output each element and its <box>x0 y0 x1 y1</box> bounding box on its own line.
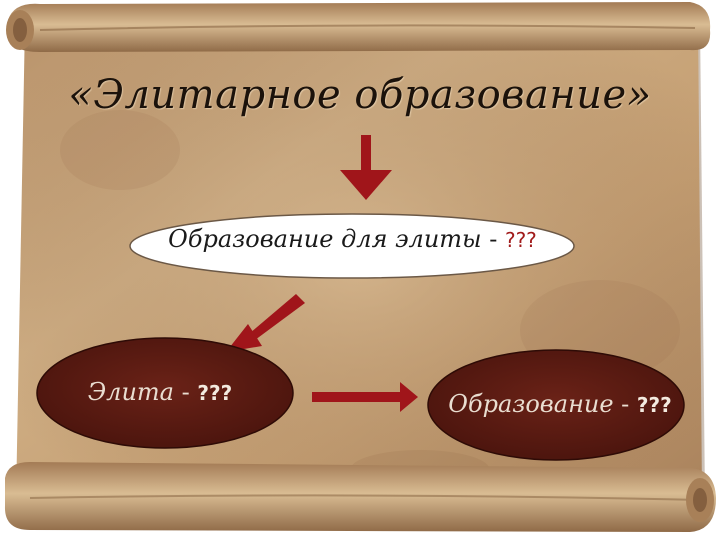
top-node-ellipse <box>129 213 575 279</box>
right-node-question: ??? <box>636 393 672 417</box>
left-node-question: ??? <box>197 381 233 405</box>
arrow-down-left-icon <box>226 294 305 352</box>
top-node-label: Образование для элиты - ??? <box>130 225 575 253</box>
right-node-label: Образование - ??? <box>440 390 680 418</box>
right-node-text: Образование <box>448 390 614 418</box>
right-node-ellipse <box>427 349 685 461</box>
left-node-separator: - <box>173 378 198 406</box>
left-node-ellipse <box>36 337 294 449</box>
left-node-label: Элита - ??? <box>40 378 280 406</box>
scroll-top-roll <box>6 2 711 52</box>
slide-title: «Элитарное образование» <box>68 72 652 118</box>
arrow-down-icon <box>340 135 392 200</box>
top-node-text: Образование для элиты <box>168 225 482 253</box>
top-node-separator: - <box>481 225 505 253</box>
right-node-separator: - <box>613 390 637 418</box>
left-node-text: Элита <box>87 378 174 406</box>
scroll-bottom-roll <box>4 462 717 532</box>
arrow-right-icon <box>312 382 418 412</box>
top-node-question: ??? <box>504 228 537 252</box>
